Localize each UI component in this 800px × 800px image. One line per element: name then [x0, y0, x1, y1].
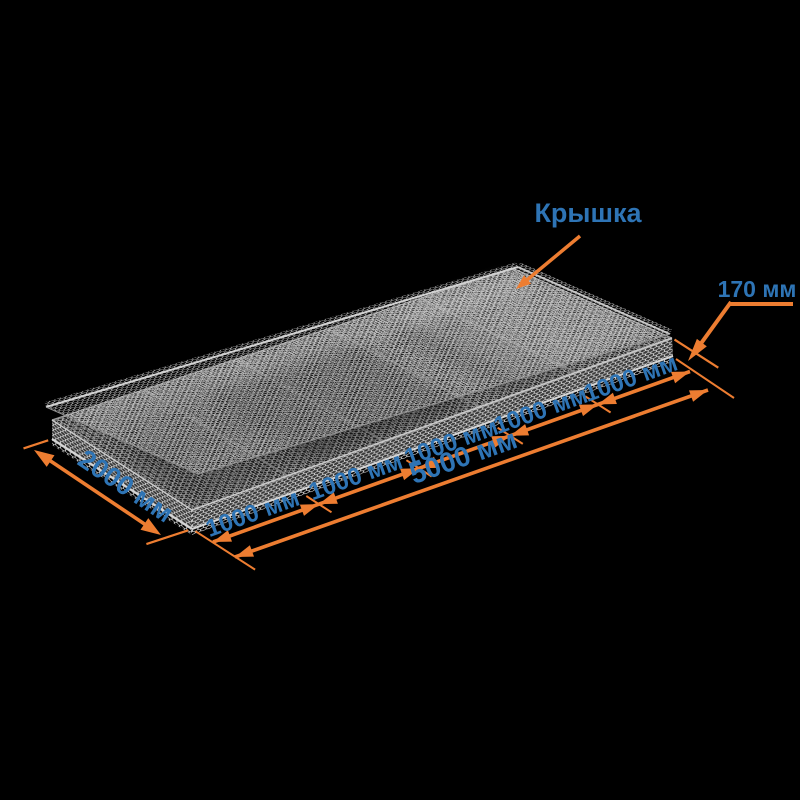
- svg-text:170 мм: 170 мм: [718, 276, 797, 302]
- svg-text:Крышка: Крышка: [534, 198, 642, 228]
